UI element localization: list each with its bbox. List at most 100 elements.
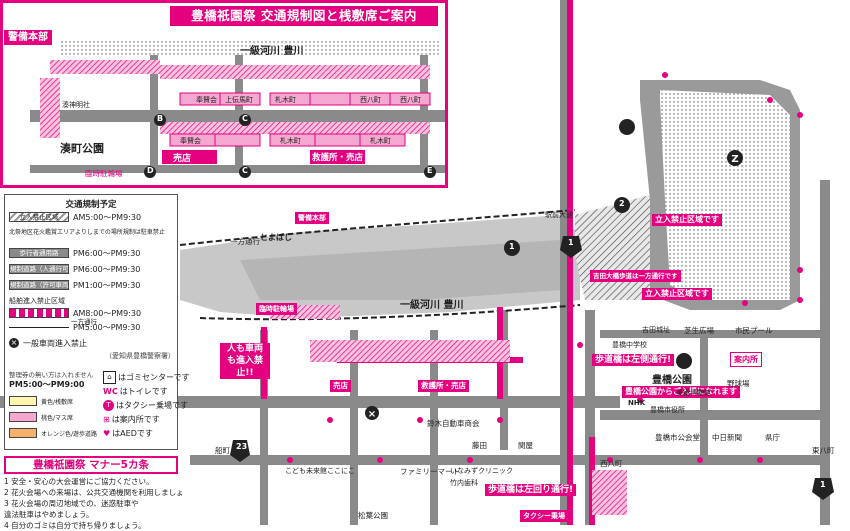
legend-swatch-reg-ped: 規制道路（人通行可） bbox=[9, 264, 75, 274]
inset-stall-7: 札木町 bbox=[280, 137, 301, 145]
castle-label: 吉田城址 bbox=[642, 326, 670, 334]
route-1-label-east: 1 bbox=[820, 480, 826, 489]
legend-time-7: AM8:00〜PM9:30 bbox=[73, 308, 142, 318]
park-label: 豊橋公園 bbox=[652, 375, 692, 386]
one-way-label: 一方通行 bbox=[230, 237, 260, 246]
regulation-points bbox=[287, 72, 803, 463]
toyobashi-label: とよばし bbox=[260, 233, 292, 242]
inset-event-zones bbox=[40, 60, 430, 138]
inset-gate-d: D bbox=[147, 166, 154, 175]
legend-swatch-walk: オレンジ色/遊歩道路 bbox=[9, 427, 97, 439]
park-entry-note: 豊橋公園からご入場になれます bbox=[622, 386, 740, 398]
legend-time-3: PM6:00〜PM9:30 bbox=[73, 248, 141, 258]
legend-fac-3-text: はタクシー乗場です bbox=[116, 400, 188, 410]
crowd-warning: 人も車両も進入禁止!! bbox=[220, 343, 270, 379]
inset-park-label: 湊町公園 bbox=[60, 142, 104, 155]
pool-label: 市民プール bbox=[735, 326, 773, 335]
higashi-hatcho-label: 東八町 bbox=[812, 446, 835, 455]
legend-swatch-masu: 桃色/マス席 bbox=[9, 411, 73, 423]
legend-time-5: PM1:00〜PM9:30 bbox=[73, 280, 141, 290]
walk-swatch-label: オレンジ色/遊歩道路 bbox=[41, 430, 98, 438]
event-zone-south bbox=[310, 340, 510, 362]
legend-fac-1-text: はゴミセンターです bbox=[118, 372, 190, 382]
masu-swatch bbox=[9, 412, 37, 422]
manner-item-1: 1 安全・安心の大会運営にご協力ください。 bbox=[4, 477, 154, 486]
area-marker-1: 1 bbox=[509, 242, 515, 251]
no-car-marker bbox=[365, 406, 379, 420]
inset-stall-2: 上伝馬町 bbox=[225, 96, 253, 104]
inset-gate-c: C bbox=[242, 114, 248, 123]
legend-fac-4-text: は案内所です bbox=[111, 414, 160, 424]
legend-swatch-ped: 歩行者通用路 bbox=[9, 248, 69, 258]
no-entry-zone-label: 立入禁止区域です bbox=[652, 214, 722, 226]
ekimae-label: 駅前大通 bbox=[545, 211, 573, 219]
city-hall-label: 豊橋市役所 bbox=[650, 406, 685, 414]
inset-gate-c2: C bbox=[242, 166, 248, 175]
legend-swatch-reg-permit: 規制道路（許可車両） bbox=[9, 280, 75, 290]
takeuchi-label: 竹内歯科 bbox=[450, 479, 478, 487]
legend-oneway-label: 一方通行 bbox=[71, 318, 97, 326]
legend-time-8: PM5:00〜PM9:30 bbox=[73, 322, 141, 332]
gate-note: 吉田大橋歩道は一方通行です bbox=[590, 270, 681, 282]
manner-item-3: 3 花火会場の周辺地域での、迷惑駐車や bbox=[4, 499, 139, 508]
no-car-icon: × bbox=[9, 338, 19, 348]
svg-text:Z: Z bbox=[731, 154, 738, 165]
inset-shop-box bbox=[162, 150, 217, 164]
legend-row-6: 船舶進入禁止区域 bbox=[9, 297, 65, 305]
legend-row-9: × 一般車両進入禁止 bbox=[9, 337, 87, 349]
route-23-shield bbox=[230, 440, 250, 462]
legend-row-2: 北祭地区花火鑑賞エリアよりしまでの場所規制は駐車禁止 bbox=[9, 228, 165, 236]
route-1-shield-east bbox=[812, 478, 834, 500]
legend-fac-4: ⊞は案内所です bbox=[103, 413, 160, 425]
inset-aid-label: 救護所・売店 bbox=[312, 153, 364, 163]
familymart-label: ファミリーマート bbox=[400, 467, 460, 476]
aed-icon: ♥ bbox=[103, 428, 111, 438]
hq-tag: 警備本部 bbox=[4, 30, 52, 45]
nhk-label: NHK bbox=[628, 399, 646, 407]
legend-fac-2-text: はトイレです bbox=[119, 386, 168, 396]
taxi-label: タクシー乗場 bbox=[520, 510, 568, 522]
manner-item-4: 違法駐車はやめましょう。 bbox=[4, 510, 94, 519]
public-hall-label: 豊橋市公会堂 bbox=[655, 433, 700, 442]
legend-row-1: 立入禁止区域 AM5:00〜PM9:30 bbox=[9, 211, 141, 223]
funamachi-label: 船町 bbox=[215, 446, 230, 455]
svg-text:×: × bbox=[368, 409, 376, 420]
legend-fac-5: ♥はAEDです bbox=[103, 427, 153, 439]
shibafu-label: 芝生広場 bbox=[684, 326, 714, 335]
legend-row-7: AM8:00〜PM9:30 bbox=[9, 307, 141, 319]
matsuba-label: 松葉公園 bbox=[358, 511, 388, 520]
fujita-label: 藤田 bbox=[472, 441, 487, 450]
inset-shrine-label: 湊神明社 bbox=[62, 101, 90, 109]
ped-bridge-left-warning: 歩道橋は左側通行! bbox=[592, 354, 675, 366]
stadium-area bbox=[660, 90, 790, 300]
legend-time-4: PM6:00〜PM9:30 bbox=[73, 264, 141, 274]
inset-river-label: 一級河川 豊川 bbox=[240, 46, 304, 57]
main-aid-label: 救護所・売店 bbox=[418, 380, 469, 392]
legend-panel: 交通規制予定 立入禁止区域 AM5:00〜PM9:30 北祭地区花火鑑賞エリアよ… bbox=[4, 194, 190, 450]
manner-item-2: 2 花火会場への来場は、公共交通機関を利用しましょう。 bbox=[4, 488, 182, 497]
kencho-label: 県庁 bbox=[765, 433, 780, 442]
inset-stall-1: 奉賛会 bbox=[196, 96, 217, 104]
inset-shop-label: 売店 bbox=[173, 154, 192, 164]
legend-time-1: AM5:00〜PM9:30 bbox=[73, 212, 142, 222]
inset-aid-box bbox=[310, 150, 365, 164]
school-label: 豊橋中学校 bbox=[612, 341, 647, 349]
legend-fac-5-text: はAEDです bbox=[112, 428, 153, 438]
walk-swatch bbox=[9, 428, 37, 438]
sekiya-label: 関屋 bbox=[518, 441, 533, 450]
legend-row-4: 規制道路（人通行可） PM6:00〜PM9:30 bbox=[9, 263, 140, 275]
zone-z-marker bbox=[727, 150, 743, 166]
legend-times-note: PM5:00〜PM9:00 bbox=[9, 380, 85, 389]
masu-swatch-label: 桃色/マス席 bbox=[41, 414, 74, 422]
legend-swatch-no-entry: 立入禁止区域 bbox=[9, 212, 69, 222]
seat-swatch bbox=[9, 396, 37, 406]
legend-title: 交通規制予定 bbox=[65, 200, 117, 210]
manner-items: 1 安全・安心の大会運営にご協力ください。 2 花火会場への来場は、公共交通機関… bbox=[4, 476, 182, 531]
river-channel bbox=[240, 240, 560, 300]
inset-stall-5: 西八町 bbox=[400, 96, 421, 104]
legend-fac-1: ⌂はゴミセンターです bbox=[103, 370, 190, 384]
stadium-label: 野球場 bbox=[727, 379, 750, 388]
legend-row-5: 規制道路（許可車両） PM1:00〜PM9:30 bbox=[9, 279, 140, 291]
